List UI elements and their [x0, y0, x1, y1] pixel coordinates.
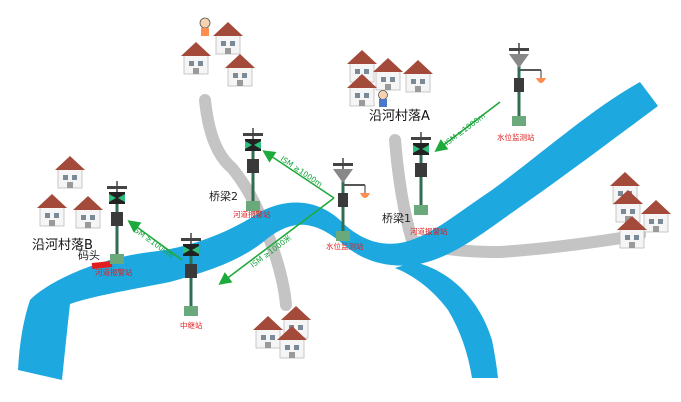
- station-alarm-right-label: 河道报警站: [410, 226, 448, 236]
- road-bridge-2: [199, 94, 292, 311]
- link-arrow: [434, 101, 501, 152]
- house-icon: [252, 315, 284, 349]
- station-relay-label: 中继站: [180, 320, 203, 330]
- house-icon: [640, 199, 672, 233]
- person-icon: [199, 17, 211, 36]
- village-a-label: 沿河村落A: [369, 109, 430, 124]
- link-arrow: [218, 197, 335, 285]
- link-arrow: [127, 220, 183, 261]
- station-water-right-label: 水位监测站: [497, 132, 535, 142]
- house-icon: [180, 41, 212, 75]
- house-icon: [402, 59, 434, 93]
- tower-icon: [105, 179, 129, 266]
- house-icon: [72, 195, 104, 229]
- tower-icon: [507, 41, 548, 128]
- link-label-right: ISM ≥1000m: [443, 111, 487, 147]
- house-icon: [224, 53, 256, 87]
- station-alarm-mid-label: 河道报警站: [233, 209, 271, 219]
- ism-links: [127, 101, 501, 285]
- link-label-mid: ISM ≥1000m: [279, 154, 324, 189]
- person-icon: [378, 90, 388, 107]
- house-icon: [212, 21, 244, 55]
- station-alarm-left-label: 河道报警站: [95, 267, 133, 277]
- house-icon: [36, 193, 68, 227]
- wharf-label: 码头: [78, 249, 100, 262]
- station-water-mid-label: 水位监测站: [326, 241, 364, 251]
- link-arrow: [262, 150, 335, 199]
- village-b-label: 沿河村落B: [32, 238, 93, 253]
- bridge-1-label: 桥梁1: [382, 211, 411, 225]
- houses: [36, 21, 672, 359]
- house-icon: [372, 57, 404, 91]
- house-icon: [54, 155, 86, 189]
- river-bend: [395, 262, 498, 378]
- wharf-icon: [91, 260, 113, 270]
- tower-icon: [409, 130, 433, 217]
- bridge-2-label: 桥梁2: [209, 189, 238, 203]
